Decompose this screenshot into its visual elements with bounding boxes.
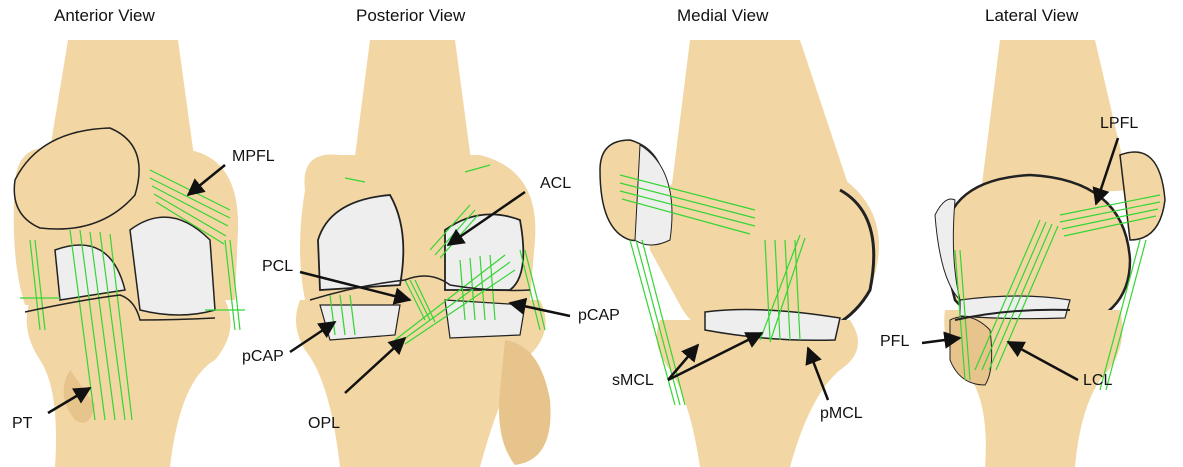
label-pcl: PCL: [262, 258, 293, 276]
lateral-knee-model: [935, 40, 1165, 467]
label-smcl: sMCL: [612, 372, 654, 390]
label-pcap-anterior: pCAP: [242, 348, 284, 366]
label-pt: PT: [12, 415, 32, 433]
anterior-knee-model: [14, 40, 245, 467]
label-pmcl: pMCL: [820, 405, 863, 423]
panel-title-posterior: Posterior View: [356, 6, 465, 26]
posterior-knee-model: [296, 40, 551, 467]
label-opl: OPL: [308, 415, 340, 433]
label-acl: ACL: [540, 175, 571, 193]
label-lpfl: LPFL: [1100, 115, 1138, 133]
label-pcap-posterior: pCAP: [578, 307, 620, 325]
panel-title-medial: Medial View: [677, 6, 768, 26]
panel-title-anterior: Anterior View: [54, 6, 155, 26]
medial-knee-model: [600, 40, 879, 467]
panel-title-lateral: Lateral View: [985, 6, 1078, 26]
label-mpfl: MPFL: [232, 148, 275, 166]
label-pfl: PFL: [880, 333, 909, 351]
label-lcl: LCL: [1083, 372, 1112, 390]
